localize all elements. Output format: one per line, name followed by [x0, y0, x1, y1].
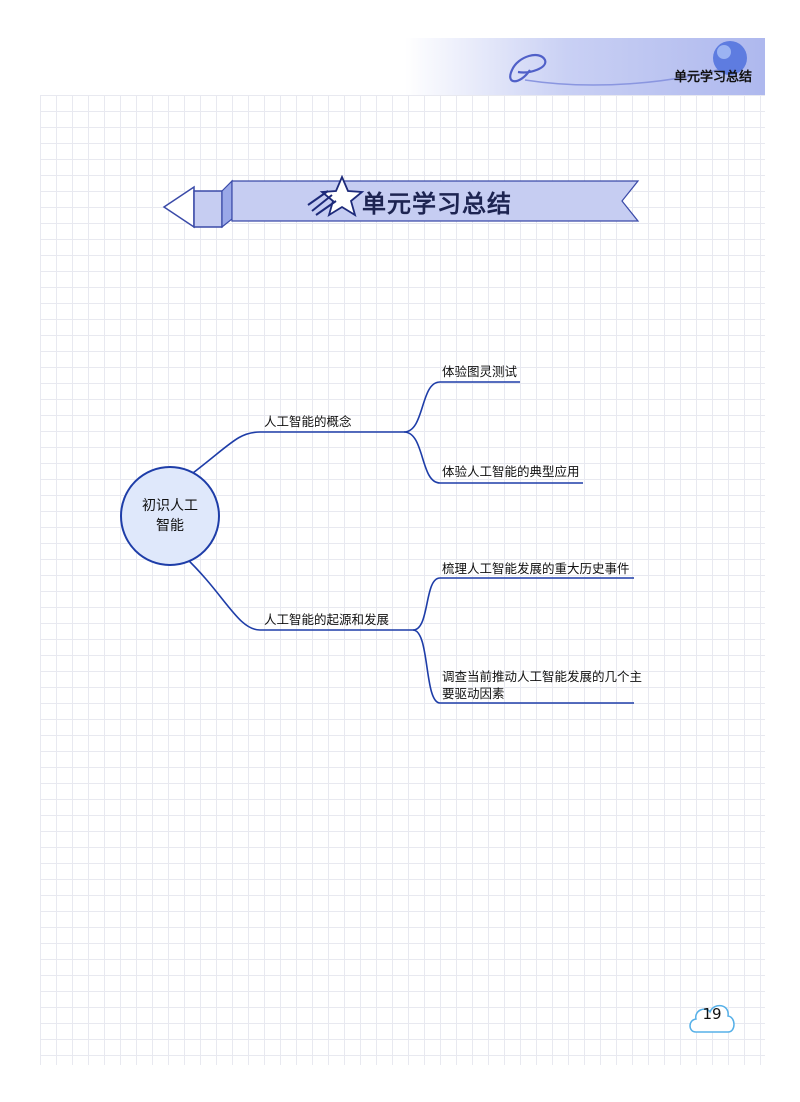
branch-label-origin-development: 人工智能的起源和发展 — [264, 612, 390, 627]
leaf-label-driving-factors: 调查当前推动人工智能发展的几个主要驱动因素 — [442, 669, 643, 701]
section-banner — [162, 175, 640, 229]
mindmap-root-node: 初识人工智能 — [120, 466, 220, 566]
leaf-label-turing-test: 体验图灵测试 — [442, 364, 518, 379]
globe-e-logo-icon — [509, 41, 747, 86]
grid-background — [40, 95, 765, 1065]
page-number: 19 — [702, 1005, 722, 1023]
root-label: 初识人工智能 — [142, 498, 198, 534]
banner-title: 单元学习总结 — [362, 189, 512, 218]
leaf-label-history-events: 梳理人工智能发展的重大历史事件 — [442, 561, 630, 576]
header-title: 单元学习总结 — [673, 70, 752, 85]
leaf-label-typical-applications: 体验人工智能的典型应用 — [442, 464, 580, 479]
cloud-page-badge-icon — [689, 1004, 735, 1033]
branch-label-concept: 人工智能的概念 — [264, 414, 352, 429]
star-icon — [307, 175, 365, 217]
